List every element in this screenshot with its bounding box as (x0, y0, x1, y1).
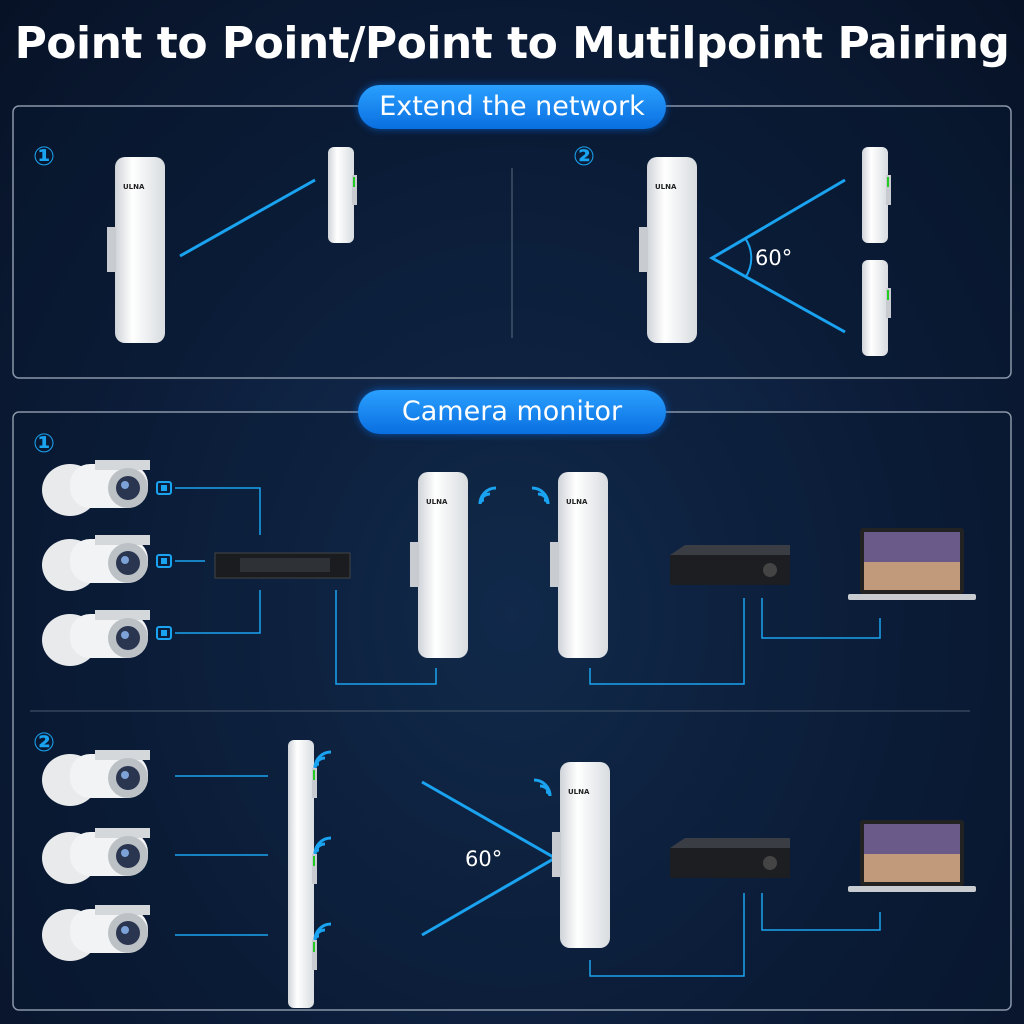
scenario-number: ① (33, 142, 55, 172)
wireless-link (179, 178, 316, 258)
outdoor-cpe-device-small (862, 147, 891, 243)
network-cables (175, 487, 881, 685)
outdoor-cpe-device-small (288, 740, 317, 836)
outdoor-cpe-device-small (328, 147, 357, 243)
outdoor-cpe-device (107, 157, 165, 343)
outdoor-cpe-device-small (288, 826, 317, 922)
outdoor-cpe-device (410, 472, 468, 658)
scenario-number: ① (33, 429, 55, 459)
nvr-recorder (670, 838, 790, 878)
page-title: Point to Point/Point to Mutilpoint Pairi… (14, 18, 1010, 69)
outdoor-cpe-device (552, 762, 610, 948)
angle-label: 60° (755, 246, 792, 270)
network-switch (214, 552, 351, 579)
outdoor-cpe-device-small (288, 912, 317, 1008)
coverage-angle-lines (708, 178, 846, 334)
laptop (848, 820, 976, 892)
laptop (848, 528, 976, 600)
section-label-camera-monitor: Camera monitor (358, 390, 666, 434)
outdoor-cpe-device (550, 472, 608, 658)
outdoor-cpe-device-small (862, 260, 891, 356)
scenario-number: ② (33, 728, 55, 758)
network-cables (175, 775, 881, 977)
outdoor-cpe-device (639, 157, 697, 343)
nvr-recorder (670, 545, 790, 585)
section-label-extend-network: Extend the network (358, 85, 666, 129)
scenario-number: ② (573, 142, 595, 172)
angle-label: 60° (465, 847, 502, 871)
